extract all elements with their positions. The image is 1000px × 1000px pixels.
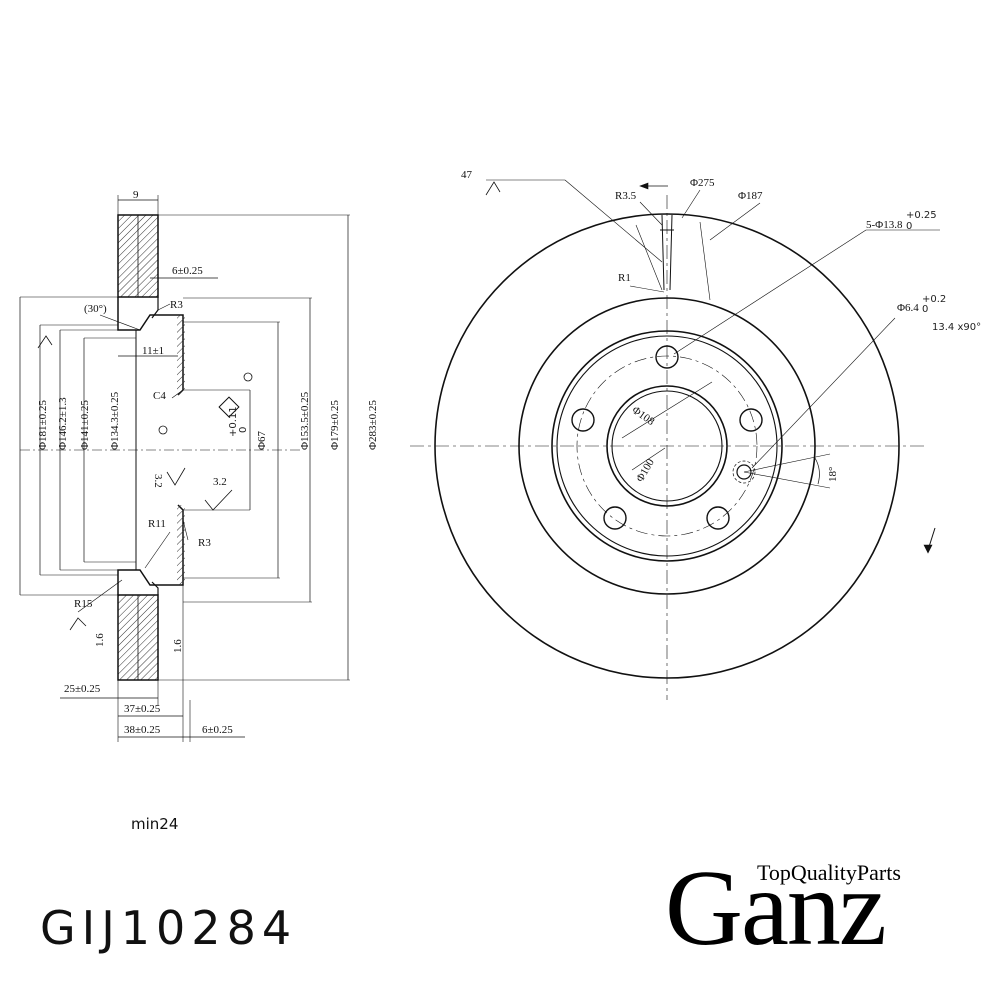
dim-angle: 18° — [827, 467, 839, 482]
dim-roughness-a: 3.2 — [152, 474, 164, 488]
dim-d283: Φ283±0.25 — [367, 400, 379, 450]
dim-chamfer: C4 — [153, 390, 166, 402]
brand-tagline: TopQualityParts — [757, 860, 901, 885]
dim-d187: Φ187 — [738, 190, 763, 202]
dim-47: 47 — [461, 169, 473, 181]
bolt-hole-3 — [707, 507, 729, 529]
datum-marker-left — [159, 426, 167, 434]
dim-d141: Φ141±0.25 — [79, 400, 91, 450]
bolt-hole-2 — [740, 409, 762, 431]
dim-w25: 25±0.25 — [64, 683, 101, 695]
datum-symbol — [219, 397, 239, 417]
centre-bore-inner — [612, 391, 722, 501]
dim-countersink: 13.4 x90° — [932, 322, 981, 333]
brand-logo: Ganz — [665, 849, 887, 968]
locating-hole — [737, 465, 751, 479]
dim-d179: Φ179±0.25 — [329, 400, 341, 450]
vent-channel-detail — [660, 215, 674, 290]
datum-marker-top — [244, 373, 252, 381]
bolt-hole-1 — [656, 346, 678, 368]
friction-inner-circle — [519, 298, 815, 594]
side-view-labels: 9 6±0.25 (30°) R3 11±1 C4 3.2 3.2 R11 R3… — [37, 189, 379, 736]
bolt-circle — [577, 356, 757, 536]
dim-w37: 37±0.25 — [124, 703, 161, 715]
dim-r1: R1 — [618, 272, 631, 284]
dim-small-hole: Φ6.4 — [897, 302, 919, 314]
bolt-hole-4 — [604, 507, 626, 529]
dim-w38: 38±0.25 — [124, 724, 161, 736]
min-thickness-note: min24 — [131, 815, 179, 833]
dim-vane-right: 1.6 — [172, 639, 184, 653]
dim-r11: R11 — [148, 518, 166, 530]
outer-rim-circle — [435, 214, 899, 678]
side-section-view — [20, 195, 350, 742]
roughness-symbol-b — [205, 490, 232, 510]
dim-holes: 5-Φ13.8 — [866, 219, 903, 231]
dim-d67: Φ67 — [256, 430, 268, 450]
dim-d275: Φ275 — [690, 177, 715, 189]
roughness-symbol-a — [167, 468, 185, 485]
dim-vane-left: 1.6 — [94, 633, 106, 647]
dim-holes-tol-low: 0 — [906, 221, 912, 232]
dim-d67-tol-low: 0 — [238, 427, 249, 433]
dim-r15: R15 — [74, 598, 93, 610]
dim-small-hole-tol: +0.2 — [922, 294, 946, 305]
dim-hat-wall: 6±0.25 — [172, 265, 203, 277]
dim-d181: Φ181±0.25 — [37, 400, 49, 450]
hat-outer-circle — [552, 331, 782, 561]
front-view — [410, 180, 940, 700]
dim-d146: Φ146.2±1.3 — [57, 397, 69, 450]
dim-holes-tol: +0.25 — [906, 210, 937, 221]
dim-r3-bottom: R3 — [198, 537, 211, 549]
dim-d134: Φ134.3±0.25 — [109, 391, 121, 450]
dim-thickness: 9 — [133, 189, 139, 201]
dim-small-hole-tol-low: 0 — [922, 304, 928, 315]
dim-r3-top: R3 — [170, 299, 183, 311]
part-number: GIJ10284 — [40, 901, 298, 955]
dim-chamfer-angle: (30°) — [84, 303, 107, 315]
dim-w6: 6±0.25 — [202, 724, 233, 736]
dim-roughness-b: 3.2 — [213, 476, 227, 488]
centre-bore-outer — [607, 386, 727, 506]
dim-d100: Φ100 — [634, 456, 657, 484]
bolt-hole-5 — [572, 409, 594, 431]
dim-d153: Φ153.5±0.25 — [299, 391, 311, 450]
dim-d67-tol: +0.11 — [228, 406, 239, 437]
hat-step-circle — [557, 336, 777, 556]
dim-r35: R3.5 — [615, 190, 637, 202]
dim-hat-depth: 11±1 — [142, 345, 164, 357]
